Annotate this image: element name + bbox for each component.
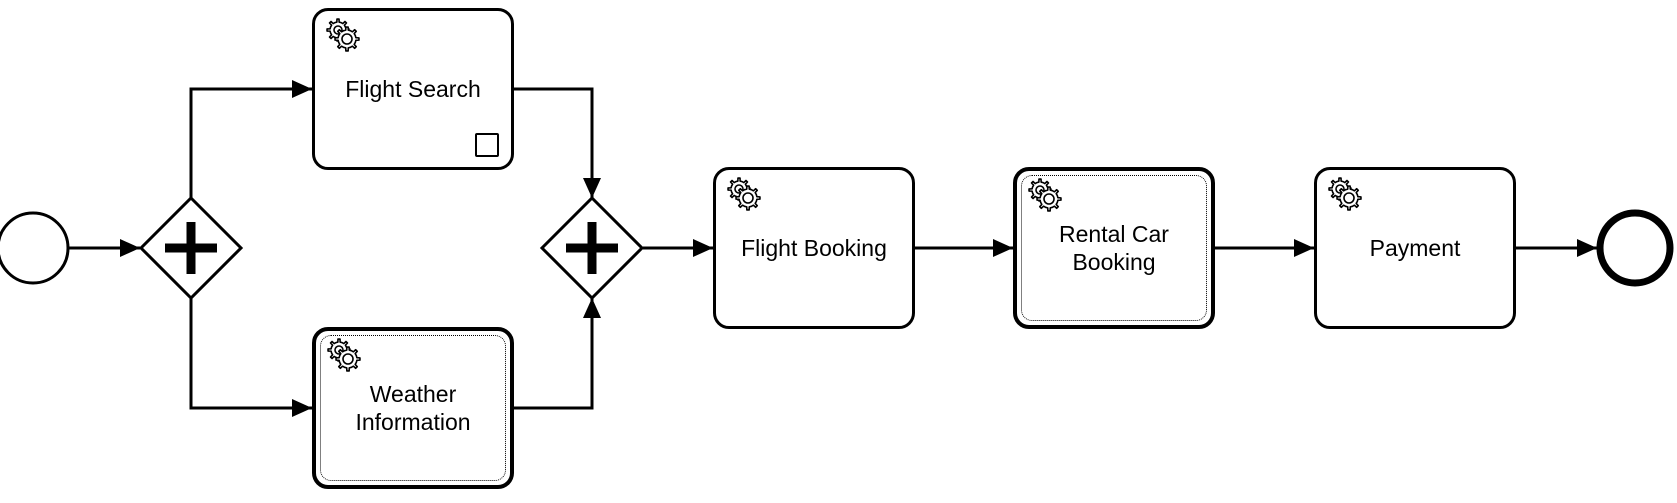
flow-flight-search-to-join [514, 87, 601, 198]
task-label: Weather Information [355, 381, 471, 435]
plus-icon [165, 222, 217, 274]
parallel-gateway-join [539, 195, 645, 301]
parallel-gateway-split [138, 195, 244, 301]
task-weather-information[interactable]: Weather Information [312, 327, 514, 489]
task-flight-booking[interactable]: Flight Booking [713, 167, 915, 329]
task-label: Rental Car Booking [1059, 221, 1169, 275]
start-event [0, 211, 70, 285]
service-gear-icon [1328, 177, 1362, 211]
task-rental-car-booking[interactable]: Rental Car Booking [1013, 167, 1215, 329]
task-payment[interactable]: Payment [1314, 167, 1516, 329]
service-gear-icon [1028, 178, 1062, 212]
task-label: Flight Search [345, 76, 481, 102]
flow-split-to-weather-information [189, 298, 312, 417]
service-gear-icon [327, 338, 361, 372]
task-label: Flight Booking [741, 235, 887, 261]
flow-weather-information-to-join [514, 298, 601, 410]
end-event [1596, 209, 1674, 287]
plus-icon [566, 222, 618, 274]
service-gear-icon [727, 177, 761, 211]
service-gear-icon [326, 18, 360, 52]
task-flight-search[interactable]: Flight Search [312, 8, 514, 170]
loop-marker-icon [475, 133, 499, 157]
task-label: Payment [1369, 235, 1461, 261]
flow-split-to-flight-search [189, 80, 312, 198]
